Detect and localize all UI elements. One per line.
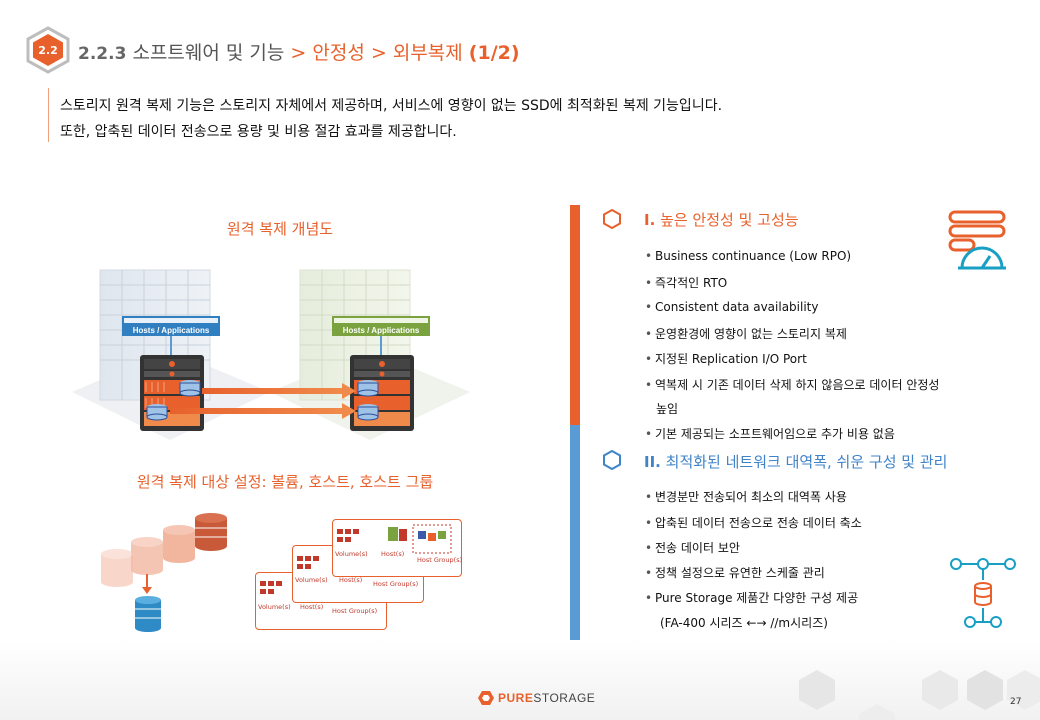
database-stack-illustration xyxy=(101,513,227,632)
title-separator-1: > xyxy=(284,42,313,64)
target-box-icons xyxy=(260,524,452,594)
box1-volumes-label: Volume(s) xyxy=(335,550,368,558)
s1-bullet-2: •즉각적인 RTO xyxy=(645,276,728,290)
section2-title-text: 최적화된 네트워크 대역폭, 쉬운 구성 및 관리 xyxy=(665,453,948,471)
title-part-software: 소프트웨어 및 기능 xyxy=(132,42,285,64)
box3-hosts-label: Host(s) xyxy=(300,603,324,611)
s2-bullet-5: •Pure Storage 제품간 다양한 구성 제공 xyxy=(645,591,859,605)
title-part-stability: 안정성 xyxy=(312,42,365,64)
logo-text-pure: PURE xyxy=(498,691,534,705)
replication-arrow-top xyxy=(202,383,356,399)
section2-roman: II. xyxy=(644,453,661,471)
diagram-title: 원격 복제 개념도 xyxy=(226,220,334,238)
intro-line-2: 또한, 압축된 데이터 전송으로 용량 및 비용 절감 효과를 제공합니다. xyxy=(60,124,457,140)
network-topology-icon xyxy=(950,558,1016,628)
intro-divider xyxy=(48,88,49,142)
replication-concept-diagram: Hosts / Applications Hosts / Application… xyxy=(72,269,470,440)
hosts-label-left: Hosts / Applications xyxy=(133,326,210,335)
section2-title: II. 최적화된 네트워크 대역폭, 쉬운 구성 및 관리 xyxy=(644,451,947,472)
section1-roman: I. xyxy=(644,211,656,229)
db-mid-2 xyxy=(131,537,163,575)
db-light xyxy=(101,549,133,587)
box3-volumes-label: Volume(s) xyxy=(258,603,291,611)
storage-performance-icon xyxy=(948,210,1006,270)
pure-storage-logo-mark xyxy=(478,691,494,705)
box1-hosts-label: Host(s) xyxy=(381,550,405,558)
page-title: 2.2.3 소프트웨어 및 기능 > 안정성 > 외부복제 (1/2) xyxy=(78,38,520,65)
page-number: 27 xyxy=(1010,697,1022,707)
target-box-front: Volume(s) Host(s) Host Group(s) xyxy=(332,519,462,577)
section2-hex-icon xyxy=(603,450,621,470)
intro-line-1: 스토리지 원격 복제 기능은 스토리지 자체에서 제공하며, 서비스에 영향이 … xyxy=(60,98,723,114)
section1-title-text: 높은 안정성 및 고성능 xyxy=(660,211,799,229)
box2-volumes-label: Volume(s) xyxy=(295,576,328,584)
box1-hostgroup-label: Host Group(s) xyxy=(417,556,463,564)
s1-bullet-4: •운영환경에 영향이 없는 스토리지 복제 xyxy=(645,327,847,341)
s1-bullet-6: •역복제 시 기존 데이터 삭제 하지 않음으로 데이터 안정성 xyxy=(645,378,940,392)
replication-target-title: 원격 복제 대상 설정: 볼륨, 호스트, 호스트 그룹 xyxy=(136,473,434,491)
section1-accent-bar xyxy=(570,205,580,425)
s1-bullet-5: •지정된 Replication I/O Port xyxy=(645,352,807,366)
s1-bullet-3: •Consistent data availability xyxy=(645,300,819,314)
db-target-blue xyxy=(135,596,161,632)
s1-bullet-1: •Business continuance (Low RPO) xyxy=(645,249,852,263)
storage-array-right xyxy=(350,355,414,431)
footer-hexagon-pattern xyxy=(799,670,1040,720)
pure-storage-logo: PURESTORAGE xyxy=(478,690,595,706)
s2-bullet-2: •압축된 데이터 전송으로 전송 데이터 축소 xyxy=(645,516,862,530)
box2-hostgroup-label: Host Group(s) xyxy=(373,580,419,588)
page-marker: (1/2) xyxy=(468,42,520,64)
db-mid-1 xyxy=(163,525,195,563)
logo-text-storage: STORAGE xyxy=(533,691,596,705)
section1-hex-icon xyxy=(603,209,621,229)
section1-title: I. 높은 안정성 및 고성능 xyxy=(644,209,799,230)
box2-hosts-label: Host(s) xyxy=(339,576,363,584)
db-dark xyxy=(195,513,227,551)
s2-bullet-5-continued: (FA-400 시리즈 ←→ //m시리즈) xyxy=(660,616,828,630)
s2-bullet-4: •정책 설정으로 유연한 스케줄 관리 xyxy=(645,566,825,580)
section-badge-hex: 2.2 xyxy=(26,26,70,74)
replication-arrow-bottom xyxy=(170,403,356,419)
box3-hostgroup-label: Host Group(s) xyxy=(332,607,378,615)
section-badge-label: 2.2 xyxy=(38,44,58,57)
footer-band xyxy=(0,640,1040,720)
title-part-replication: 외부복제 xyxy=(392,42,463,64)
hosts-label-right: Hosts / Applications xyxy=(343,326,420,335)
title-separator-2: > xyxy=(364,42,393,64)
s2-bullet-3: •전송 데이터 보안 xyxy=(645,541,740,555)
section-number: 2.2.3 xyxy=(78,44,127,64)
s1-bullet-7: •기본 제공되는 소프트웨어임으로 추가 비용 없음 xyxy=(645,427,895,441)
section2-accent-bar xyxy=(570,425,580,660)
s2-bullet-1: •변경분만 전송되어 최소의 대역폭 사용 xyxy=(645,490,847,504)
storage-array-left xyxy=(140,355,204,431)
s1-bullet-6-continued: 높임 xyxy=(656,402,679,416)
